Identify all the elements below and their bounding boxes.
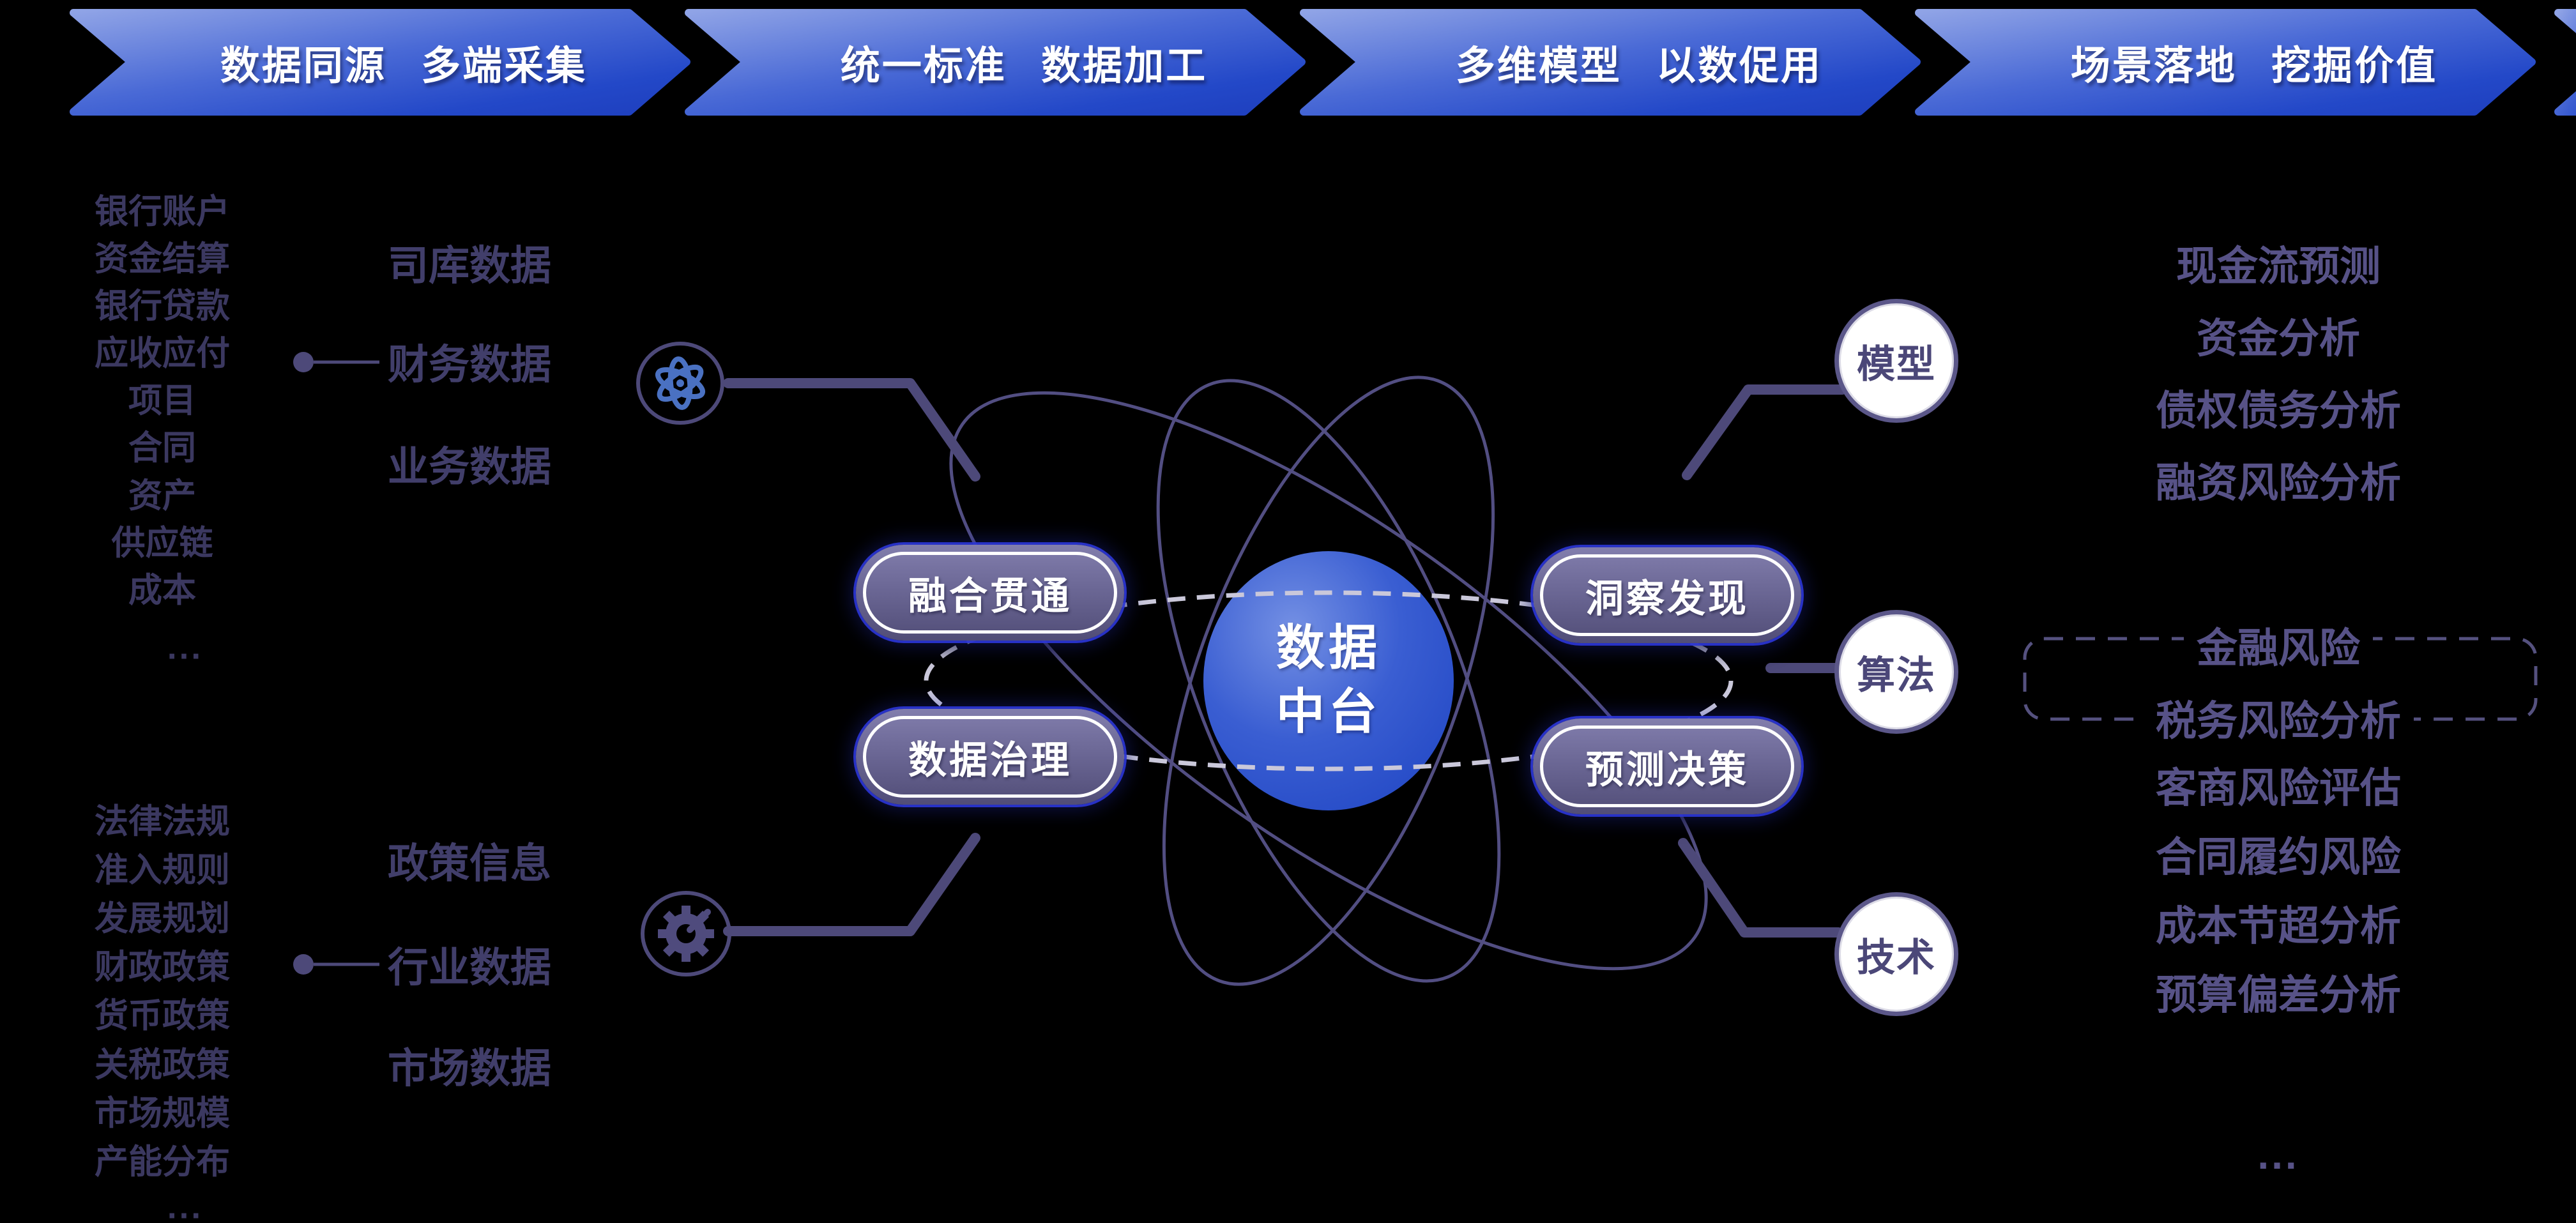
dashed-orbit <box>924 590 1734 771</box>
capsule-label: 预测决策 <box>1585 748 1749 791</box>
bullet-connectors <box>293 352 379 975</box>
banner-shape-1 <box>70 9 690 116</box>
ellipsis: ... <box>167 628 204 667</box>
list-item: 发展规划 <box>95 900 230 938</box>
list-item: 银行贷款 <box>95 287 230 325</box>
list-item: 成本 <box>128 572 196 609</box>
capsule-label: 融合贯通 <box>908 574 1072 618</box>
ellipsis: ... <box>2257 1132 2299 1178</box>
capsule-fusion: 融合贯通 <box>856 545 1124 641</box>
list-item: 关税政策 <box>95 1046 230 1084</box>
banner-shape-3 <box>1300 9 1921 116</box>
banner-shape-2 <box>685 9 1306 116</box>
outcome-item: 成本节超分析 <box>2156 903 2401 949</box>
banner-label-2: 统一标准 数据加工 <box>840 44 1208 88</box>
outcome-item: 债权债务分析 <box>2156 388 2401 434</box>
hub-line-2: 中台 <box>1276 685 1381 740</box>
list-item: 应收应付 <box>95 335 230 372</box>
connector-tech-to-capsule <box>1678 838 1843 938</box>
list-item: 合同 <box>128 429 196 467</box>
node-label: 算法 <box>1857 653 1936 697</box>
list-item: 法律法规 <box>95 803 230 840</box>
list-item: 银行账户 <box>95 193 230 231</box>
list-item: 准入规则 <box>95 851 230 889</box>
banner-label-1: 数据同源 多端采集 <box>220 44 588 88</box>
category-label: 司库数据 <box>388 243 551 289</box>
outcome-item-boxed: 税务风险分析 <box>2143 687 2414 748</box>
list-item: 资金结算 <box>95 240 230 278</box>
capsule-label: 洞察发现 <box>1585 577 1749 620</box>
capsule-insight: 洞察发现 <box>1533 547 1801 643</box>
connector-atom-to-capsule <box>723 378 980 482</box>
connector-gear-to-capsule <box>723 833 980 936</box>
orbit-rings <box>949 376 1708 986</box>
capsule-governance: 数据治理 <box>856 709 1124 805</box>
node-label: 技术 <box>1857 936 1936 979</box>
banner-label-3: 多维模型 以数促用 <box>1455 44 1823 88</box>
category-label: 市场数据 <box>388 1045 551 1091</box>
category-label: 政策信息 <box>388 840 551 886</box>
category-label: 行业数据 <box>388 945 551 991</box>
outcome-item: 融资风险分析 <box>2156 460 2401 506</box>
list-item: 财政政策 <box>95 948 230 986</box>
banner-ribbons <box>70 9 2576 116</box>
outcome-item: 资金分析 <box>2197 315 2360 361</box>
ellipsis: ... <box>167 1188 204 1223</box>
hub-line-1: 数据 <box>1276 621 1381 676</box>
connector-lines <box>723 378 1847 938</box>
node-label: 模型 <box>1857 342 1936 386</box>
outcome-item: 现金流预测 <box>2176 243 2381 289</box>
outcome-item: 合同履约风险 <box>2156 834 2401 880</box>
outcome-item: 预算偏差分析 <box>2156 972 2401 1018</box>
list-item: 项目 <box>128 382 196 420</box>
data-hub-label: 数据 中台 <box>1276 617 1381 745</box>
banner-label-4: 场景落地 挖掘价值 <box>2070 44 2438 88</box>
outcome-item: 客商风险评估 <box>2156 765 2401 811</box>
list-item: 市场规模 <box>95 1095 230 1132</box>
node-technology: 技术 <box>1834 892 1958 1016</box>
gear-icon <box>641 891 731 976</box>
atom-icon <box>636 342 724 425</box>
category-label: 业务数据 <box>388 444 551 490</box>
list-item: 资产 <box>128 477 196 515</box>
category-label: 财务数据 <box>388 342 551 388</box>
list-item: 产能分布 <box>95 1143 230 1181</box>
node-model: 模型 <box>1834 299 1958 423</box>
connector-model-to-capsule <box>1682 384 1847 480</box>
list-item: 供应链 <box>111 524 213 562</box>
node-algorithm: 算法 <box>1834 610 1958 734</box>
banner-shape-4 <box>1915 9 2536 116</box>
banner-shape-sliver <box>2554 9 2576 116</box>
list-item: 货币政策 <box>95 997 230 1035</box>
capsule-label: 数据治理 <box>908 738 1072 782</box>
outcome-item-boxed: 金融风险 <box>2184 614 2373 676</box>
capsule-prediction: 预测决策 <box>1533 718 1801 814</box>
data-hub-sphere <box>1203 551 1454 810</box>
